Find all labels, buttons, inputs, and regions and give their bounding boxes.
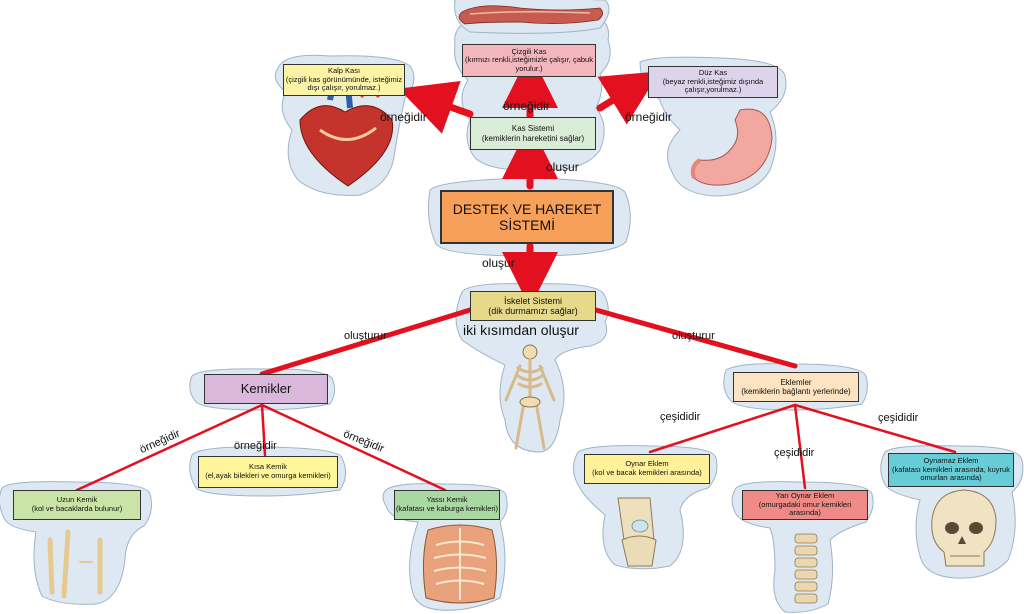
oynar-eklem-box: Oynar Eklem (kol ve bacak kemikleri aras… bbox=[584, 454, 710, 484]
spine-illustration bbox=[794, 533, 818, 604]
label-olusturur-left: oluşturur bbox=[344, 330, 387, 342]
oynamaz-eklem-box: Oynamaz Eklem (kafatası kemikleri arasın… bbox=[888, 453, 1014, 487]
kisa-kemik-box: Kısa Kemik (el,ayak bilekleri ve omurga … bbox=[198, 456, 338, 488]
iskelet-sistemi-desc: (dik durmamızı sağlar) bbox=[488, 306, 578, 316]
iskelet-sistemi-box: İskelet Sistemi (dik durmamızı sağlar) bbox=[470, 291, 596, 321]
label-cesididir-right: çeşididir bbox=[878, 412, 919, 424]
uzun-kemik-title: Uzun Kemik bbox=[56, 495, 98, 505]
label-ornegidir-top: örneğidir bbox=[503, 99, 550, 113]
cizgili-kas-desc: (kırmızı renkli,isteğimizle çalışır, çab… bbox=[465, 55, 593, 73]
oynar-eklem-title: Oynar Eklem bbox=[625, 459, 669, 469]
kalp-kasi-title: Kalp Kası bbox=[327, 66, 361, 76]
label-cesididir-mid: çeşididir bbox=[774, 447, 815, 459]
label-ornegidir-kisa: örneğidir bbox=[234, 440, 277, 452]
uzun-kemik-box: Uzun Kemik (kol ve bacaklarda bulunur) bbox=[13, 490, 141, 520]
kas-sistemi-title: Kas Sistemi bbox=[511, 124, 555, 134]
central-title-line2: SİSTEMİ bbox=[498, 217, 555, 233]
duz-kas-box: Düz Kas (beyaz renkli,isteğimiz dışında … bbox=[648, 66, 778, 98]
kisa-kemik-title: Kısa Kemik bbox=[249, 462, 287, 472]
label-cesididir-left: çeşididir bbox=[660, 411, 701, 423]
kalp-kasi-box: Kalp Kası (çizgili kas görünümünde, iste… bbox=[283, 64, 405, 96]
cizgili-kas-box: Çizgili Kas (kırmızı renkli,isteğimizle … bbox=[462, 44, 596, 77]
oynar-eklem-desc: (kol ve bacak kemikleri arasında) bbox=[592, 468, 702, 477]
knee-illustration bbox=[617, 497, 657, 567]
label-ornegidir-right: örneğidir bbox=[625, 110, 672, 124]
ribcage-illustration bbox=[422, 524, 498, 604]
duz-kas-desc: (beyaz renkli,isteğimiz dışında çalışır,… bbox=[662, 76, 764, 95]
duz-kas-title: Düz Kas bbox=[698, 68, 728, 78]
kalp-kasi-desc: (çizgili kas görünümünde, isteğimiz dışı… bbox=[285, 74, 403, 93]
yari-oynar-eklem-box: Yarı Oynar Eklem (omurgadaki omur kemikl… bbox=[742, 490, 868, 520]
cizgili-kas-title: Çizgili Kas bbox=[511, 46, 547, 56]
eklemler-title: Eklemler bbox=[780, 377, 812, 387]
label-olusur-bottom: oluşur bbox=[482, 256, 515, 270]
label-iki-kisim: iki kısımdan oluşur bbox=[463, 322, 579, 338]
skull-illustration bbox=[931, 489, 997, 567]
central-box: DESTEK VE HAREKET SİSTEMİ bbox=[440, 190, 614, 244]
eklemler-desc: (kemiklerin bağlantı yerlerinde) bbox=[741, 387, 851, 396]
iskelet-sistemi-title: İskelet Sistemi bbox=[503, 295, 563, 306]
label-ornegidir-left: örneğidir bbox=[380, 110, 427, 124]
oynamaz-eklem-title: Oynamaz Eklem bbox=[923, 456, 979, 466]
yassi-kemik-box: Yassı Kemik (kafatası ve kaburga kemikle… bbox=[394, 490, 500, 520]
uzun-kemik-desc: (kol ve bacaklarda bulunur) bbox=[31, 504, 123, 513]
kisa-kemik-desc: (el,ayak bilekleri ve omurga kemikleri) bbox=[205, 471, 331, 480]
kas-sistemi-box: Kas Sistemi (kemiklerin hareketini sağla… bbox=[470, 117, 596, 150]
long-bones-illustration bbox=[47, 529, 103, 599]
yassi-kemik-title: Yassı Kemik bbox=[426, 495, 468, 505]
kas-sistemi-desc: (kemiklerin hareketini sağlar) bbox=[481, 133, 585, 143]
eklemler-box: Eklemler (kemiklerin bağlantı yerlerinde… bbox=[733, 372, 859, 402]
yassi-kemik-desc: (kafatası ve kaburga kemikleri) bbox=[395, 504, 499, 513]
oynamaz-eklem-desc: (kafatası kemikleri arasında, kuyruk omu… bbox=[892, 464, 1010, 483]
connector-lines bbox=[75, 52, 957, 492]
skeleton-illustration bbox=[504, 344, 556, 450]
label-olusur-top: oluşur bbox=[546, 160, 579, 174]
kemikler-title: Kemikler bbox=[240, 380, 292, 396]
stomach-illustration bbox=[690, 108, 773, 186]
kemikler-box: Kemikler bbox=[204, 374, 328, 404]
arm-muscle-illustration bbox=[458, 5, 603, 25]
yari-oynar-eklem-desc: (omurgadaki omur kemikleri arasında) bbox=[758, 499, 852, 518]
label-olusturur-right: oluşturur bbox=[672, 330, 715, 342]
central-title-line1: DESTEK VE HAREKET bbox=[452, 200, 602, 217]
yari-oynar-eklem-title: Yarı Oynar Eklem bbox=[775, 491, 835, 501]
